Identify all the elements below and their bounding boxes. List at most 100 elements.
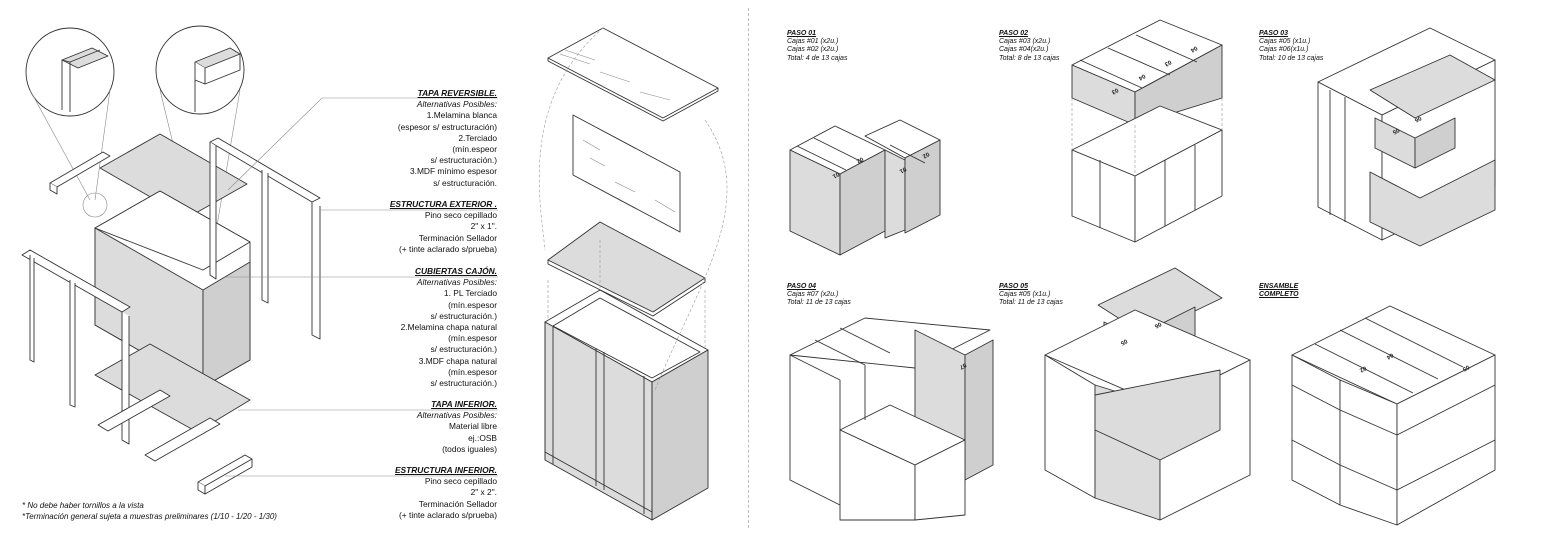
spec-line: s/ estructuración.) <box>430 155 497 166</box>
spec-line: 2" x 1". <box>470 221 497 232</box>
note-line: * No debe haber tornillos a la vista <box>22 501 144 510</box>
step-03-label: PASO 03 Cajas #05 (x1u.) Cajas #06(x1u.)… <box>1259 30 1323 63</box>
complete-assembly-drawing <box>1291 305 1496 526</box>
spec-line: s/ estructuración.) <box>430 310 497 321</box>
spec-heading: ESTRUCTURA EXTERIOR . <box>389 199 497 209</box>
spec-line: (mín.espesor <box>448 366 497 377</box>
spec-line: s/ estructuración.) <box>430 378 497 389</box>
step-total: Total: 10 de 13 cajas <box>1259 54 1324 62</box>
step-line: Cajas #02 (x2u.) <box>787 46 839 54</box>
step-total: Total: 4 de 13 cajas <box>787 54 848 62</box>
spec-line: Terminación Sellador <box>418 232 497 243</box>
tapa-inferior <box>94 343 251 433</box>
step-01-label: PASO 01 Cajas #01 (x2u.) Cajas #02 (x2u.… <box>787 30 847 63</box>
step-title: ENSAMBLE <box>1259 283 1299 290</box>
box-number-tag: 01 <box>898 165 907 174</box>
spec-line: Pino seco cepillado <box>424 476 497 487</box>
step-complete-label: ENSAMBLE COMPLETO <box>1259 283 1299 299</box>
step-title: PASO 05 <box>999 283 1029 290</box>
sheet-divider <box>748 8 749 528</box>
note-line: *Terminación general sujeta a muestras p… <box>22 512 277 521</box>
box-number-tag: 04 <box>1137 72 1146 81</box>
spec-heading: TAPA INFERIOR. <box>431 399 497 409</box>
spec-line: 2.Terciado <box>458 132 497 143</box>
step-title: PASO 04 <box>787 283 817 290</box>
box-number-tag: 04 <box>1189 44 1198 53</box>
general-notes: * No debe haber tornillos a la vista *Te… <box>22 500 277 522</box>
spec-tapa-inferior: TAPA INFERIOR. Alternativas Posibles: Ma… <box>317 399 497 455</box>
box-number-tag: 02 <box>855 155 864 164</box>
step-line: Cajas #04(x2u.) <box>999 46 1049 54</box>
step-title: PASO 01 <box>787 30 817 37</box>
spec-line: (+ tinte aclarado s/prueba) <box>399 243 497 254</box>
spec-line: 1.Melamina blanca <box>426 110 497 121</box>
step-total: Total: 11 de 13 cajas <box>999 299 1063 307</box>
panel-back <box>572 114 681 233</box>
exploded-panels <box>538 27 728 521</box>
detail-circle-left <box>25 27 115 117</box>
box-number-tag: 03 <box>1163 58 1172 67</box>
box-number-tag: 06 <box>1413 114 1422 123</box>
box-number-tag: 01 <box>831 170 840 179</box>
step-subtitle: COMPLETO <box>1259 291 1299 299</box>
step-04-label: PASO 04 Cajas #07 (x2u.) Total: 11 de 13… <box>787 283 851 308</box>
spec-heading: CUBIERTAS CAJÓN. <box>414 266 497 276</box>
cubierta-cajon-side <box>202 261 251 388</box>
step-05-drawing <box>1044 267 1251 521</box>
spec-line: (espesor s/ estructuración) <box>397 121 497 132</box>
spec-heading: TAPA REVERSIBLE. <box>417 88 497 98</box>
spec-line: s/ estructuración. <box>433 177 497 188</box>
spec-line: Material libre <box>449 421 497 432</box>
spec-estructura-inferior: ESTRUCTURA INFERIOR. Pino seco cepillado… <box>317 465 497 521</box>
spec-tapa-reversible: TAPA REVERSIBLE. Alternativas Posibles: … <box>317 88 497 189</box>
spec-heading: ESTRUCTURA INFERIOR. <box>394 465 497 475</box>
step-02-label: PASO 02 Cajas #03 (x2u.) Cajas #04(x2u.)… <box>999 30 1059 63</box>
spec-line: s/ estructuración.) <box>430 344 497 355</box>
box-number-tag: 03 <box>1110 86 1119 95</box>
spec-line: 3.MDF chapa natural <box>418 355 497 366</box>
step-title: PASO 02 <box>999 30 1029 37</box>
step-01-drawing <box>789 119 941 256</box>
spec-line: Pino seco cepillado <box>424 210 497 221</box>
step-line: Cajas #06(x1u.) <box>1259 46 1309 54</box>
box-number-tag: 07 <box>958 361 967 370</box>
box-number-tag: 05 <box>1391 126 1400 135</box>
step-title: PASO 03 <box>1259 30 1289 37</box>
step-02-drawing <box>1071 19 1223 243</box>
panel-tapa <box>547 221 706 313</box>
step-total: Total: 11 de 13 cajas <box>787 299 851 307</box>
step-line: Cajas #05 (x1u.) <box>999 291 1051 299</box>
box-number-tag: 05 <box>1119 337 1128 346</box>
spec-alt: Alternativas Posibles: <box>416 277 497 288</box>
spec-line: 1. PL Terciado <box>443 288 497 299</box>
step-line: Cajas #05 (x1u.) <box>1259 38 1311 46</box>
spec-line: 2" x 2". <box>470 487 497 498</box>
exploded-box-axonometric <box>21 25 498 495</box>
spec-line: (mín.espeor <box>452 144 497 155</box>
box-number-tag: 04 <box>1385 351 1394 360</box>
spec-line: ej.:OSB <box>468 432 497 443</box>
spec-line: Terminación Sellador <box>418 498 497 509</box>
spec-line: (mín.espesor <box>448 333 497 344</box>
step-total: Total: 8 de 13 cajas <box>999 54 1060 62</box>
step-04-drawing <box>789 317 994 521</box>
spec-line: (todos iguales) <box>442 443 497 454</box>
spec-alt: Alternativas Posibles: <box>416 410 497 421</box>
step-line: Cajas #03 (x2u.) <box>999 38 1051 46</box>
step-05-label: PASO 05 Cajas #05 (x1u.) Total: 11 de 13… <box>999 283 1063 308</box>
spec-line: 3.MDF mínimo espesor <box>409 166 497 177</box>
box-number-tag: 06 <box>1153 320 1162 329</box>
step-line: Cajas #01 (x2u.) <box>787 38 839 46</box>
spec-line: (mín.espesor <box>448 299 497 310</box>
spec-line: 2.Melamina chapa natural <box>400 322 497 333</box>
box-number-tag: 02 <box>1358 364 1367 373</box>
spec-estructura-exterior: ESTRUCTURA EXTERIOR . Pino seco cepillad… <box>317 199 497 255</box>
box-number-tag: 02 <box>921 150 930 159</box>
detail-circle-right <box>155 25 245 115</box>
step-03-drawing <box>1317 27 1496 247</box>
box-number-tag: 05 <box>1461 363 1470 372</box>
step-line: Cajas #07 (x2u.) <box>787 291 839 299</box>
spec-line: (+ tinte aclarado s/prueba) <box>399 509 497 520</box>
spec-alt: Alternativas Posibles: <box>416 99 497 110</box>
